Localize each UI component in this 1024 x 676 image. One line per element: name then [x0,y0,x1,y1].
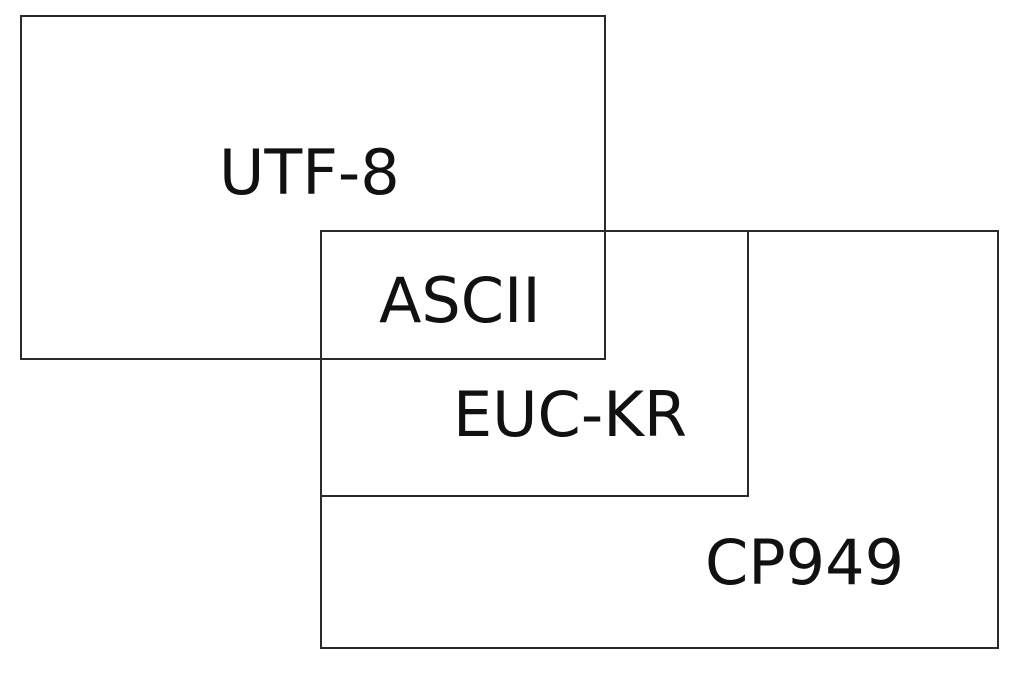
ascii-label: ASCII [379,264,541,337]
euc-kr-box [320,230,749,497]
euc-kr-label: EUC-KR [453,378,687,451]
utf-8-label: UTF-8 [219,136,400,209]
utf-8-box [20,15,606,360]
cp949-label: CP949 [705,526,904,599]
